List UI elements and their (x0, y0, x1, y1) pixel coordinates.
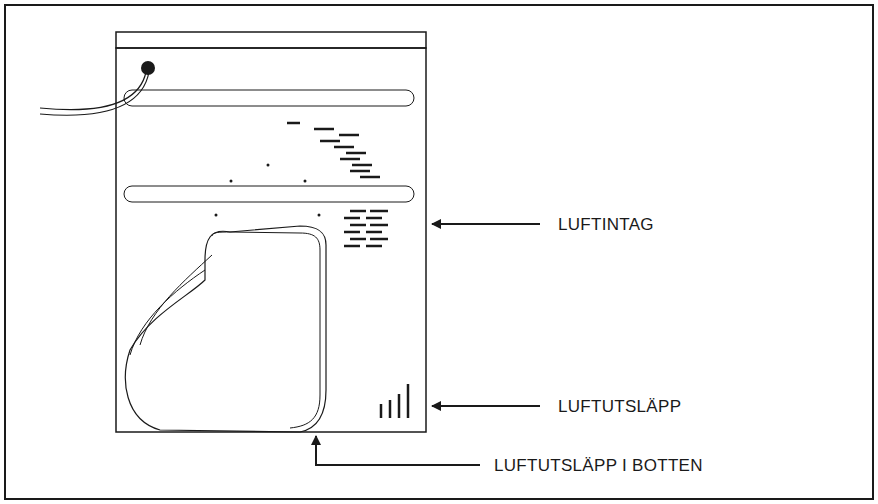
part-label: LUFTUTSLÄPP I BOTTEN (494, 456, 703, 476)
hose-inner (212, 232, 320, 428)
body (116, 48, 426, 432)
slot (124, 90, 414, 106)
hose-fold (130, 255, 212, 355)
part-label: LUFTUTSLÄPP (558, 397, 681, 417)
hose-outline (125, 226, 326, 432)
appliance (116, 32, 426, 432)
top-panel (116, 32, 426, 48)
slot (124, 186, 414, 202)
part-label: LUFTINTAG (558, 215, 654, 235)
cord (40, 72, 146, 110)
leader-arrows (316, 224, 540, 465)
cord (40, 72, 149, 115)
screws (215, 164, 321, 217)
vent-slits (287, 123, 388, 246)
outlet-bars (381, 384, 408, 418)
frame (5, 5, 873, 499)
cord-socket (141, 61, 155, 75)
